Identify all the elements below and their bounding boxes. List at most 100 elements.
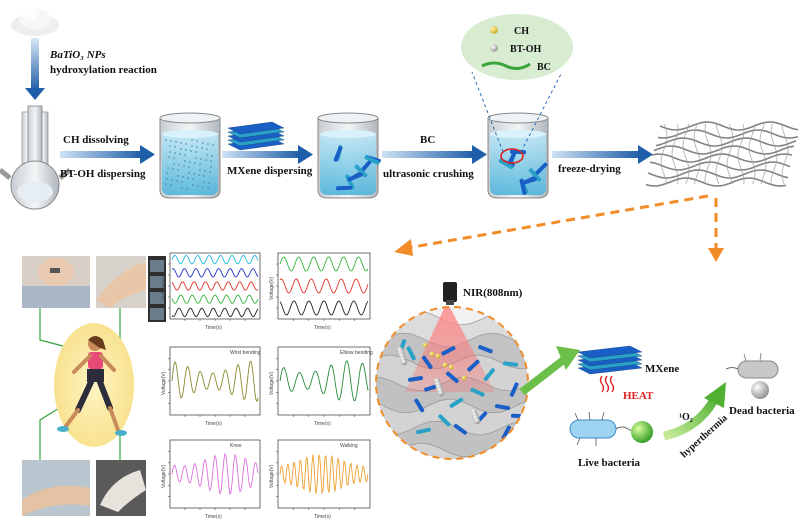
- mxene-rod: [360, 158, 374, 172]
- runner-figure: [54, 323, 134, 447]
- suspended-particle: [211, 155, 213, 157]
- signal-line: [171, 254, 259, 265]
- nir-beam: [405, 307, 495, 392]
- suspended-particle: [191, 145, 193, 147]
- beaker-2: [317, 112, 379, 199]
- process-arrow-4: [552, 145, 653, 164]
- mxene-rod: [483, 368, 495, 382]
- suspended-particle: [181, 181, 183, 183]
- ch-particle: [442, 362, 448, 368]
- suspended-particle: [192, 178, 194, 180]
- beaker-1-particles: [165, 139, 214, 190]
- suspended-particle: [182, 176, 184, 178]
- suspended-particle: [183, 165, 185, 167]
- step4-label: freeze-drying: [558, 163, 621, 175]
- aerogel-wave-row: [659, 121, 798, 131]
- suspended-particle: [207, 143, 209, 145]
- signal-line: [279, 278, 369, 294]
- suspended-particle: [187, 177, 189, 179]
- mxene-rod: [528, 168, 542, 182]
- y-axis-label: Voltage(V): [161, 464, 167, 488]
- signal-line: [171, 307, 259, 318]
- suspended-particle: [205, 159, 207, 161]
- suspended-particle: [177, 175, 179, 177]
- suspended-particle: [186, 188, 188, 190]
- suspended-particle: [177, 169, 179, 171]
- mxene-rod: [519, 179, 527, 195]
- knee-plot: Time(s)Voltage(V)Knee: [161, 439, 261, 520]
- mxene-rod: [414, 398, 425, 413]
- signal-line: [171, 268, 259, 278]
- legend-label: Elbow bending: [340, 350, 373, 356]
- aerogel-wave-row: [653, 145, 795, 155]
- live-bacterium-rod-icon: [569, 411, 639, 446]
- elbow-bending-plot: Time(s)Voltage(V)Elbow bending: [269, 346, 373, 427]
- orange-arrow-to-sensing: [394, 194, 709, 256]
- suspended-particle: [195, 157, 197, 159]
- suspended-particle: [188, 172, 190, 174]
- suspended-particle: [172, 168, 174, 170]
- photo-wrist: [22, 460, 90, 516]
- batio3-powder-pile: [11, 8, 59, 36]
- x-axis-label: Time(s): [205, 325, 222, 331]
- mxene-rod: [445, 371, 459, 384]
- suspended-particle: [173, 157, 175, 159]
- process-arrow-2: [222, 145, 313, 164]
- suspended-particle: [168, 156, 170, 158]
- suspended-particle: [181, 187, 183, 189]
- precursor-label-line1: BaTiO₃ NPs: [49, 49, 106, 61]
- btoh-particle: [473, 417, 481, 425]
- mxene-rod: [449, 397, 464, 408]
- dead-bacterium-coccus-icon: [751, 381, 769, 399]
- suspended-particle: [173, 163, 175, 165]
- photo-neck: [22, 256, 90, 308]
- aerogel-wave-row: [651, 153, 793, 163]
- zoom-highlight-circle: [500, 148, 524, 164]
- suspended-particle: [165, 139, 167, 141]
- suspended-particle: [200, 158, 202, 160]
- nir-label: NIR(808nm): [463, 287, 523, 299]
- suspended-particle: [166, 178, 168, 180]
- mxene-sheet-stack: [577, 345, 643, 375]
- plot-frame: [169, 346, 261, 416]
- legend-label: Wrist bending: [230, 350, 261, 356]
- suspended-particle: [178, 164, 180, 166]
- heat-wavy-icon: [599, 375, 615, 393]
- ch-particle: [448, 364, 454, 370]
- y-axis-label: Voltage(V): [269, 371, 275, 395]
- process-arrow-1: [60, 145, 155, 164]
- suspended-particle: [167, 167, 169, 169]
- nir-laser: [443, 282, 457, 305]
- y-axis-label: Voltage(V): [269, 464, 275, 488]
- aerogel-wave-col: [759, 123, 767, 185]
- suspended-particle: [188, 166, 190, 168]
- round-bottom-flask: [0, 105, 72, 210]
- suspended-particle: [170, 140, 172, 142]
- mxene-rod: [333, 146, 343, 162]
- signal-line: [279, 300, 369, 316]
- aerogel-wave-row: [647, 169, 789, 179]
- ch-marker-icon: [490, 26, 498, 34]
- suspended-particle: [191, 139, 193, 141]
- heat-label: HEAT: [623, 390, 654, 402]
- multi-sensor-plot: Time(s)Voltage(V): [161, 252, 261, 331]
- live-bacteria-label: Live bacteria: [578, 457, 641, 469]
- signal-line: [279, 360, 369, 402]
- mxene-rod: [364, 155, 380, 165]
- orange-arrow-down: [708, 198, 724, 262]
- suspended-particle: [197, 185, 199, 187]
- suspended-particle: [198, 174, 200, 176]
- mxene-rod: [354, 164, 368, 178]
- suspended-particle: [175, 141, 177, 143]
- step1-bottom-label: BT-OH dispersing: [60, 168, 146, 180]
- x-axis-label: Time(s): [314, 514, 331, 520]
- suspended-particle: [201, 147, 203, 149]
- signal-line: [171, 360, 259, 403]
- btoh-marker-icon: [490, 44, 498, 52]
- aerogel-wave-col: [781, 123, 789, 185]
- legend-btoh-label: BT-OH: [510, 44, 542, 55]
- beaker-2-mxene-rods: [333, 145, 381, 191]
- suspended-particle: [202, 186, 204, 188]
- photo-finger-strip: [148, 256, 166, 322]
